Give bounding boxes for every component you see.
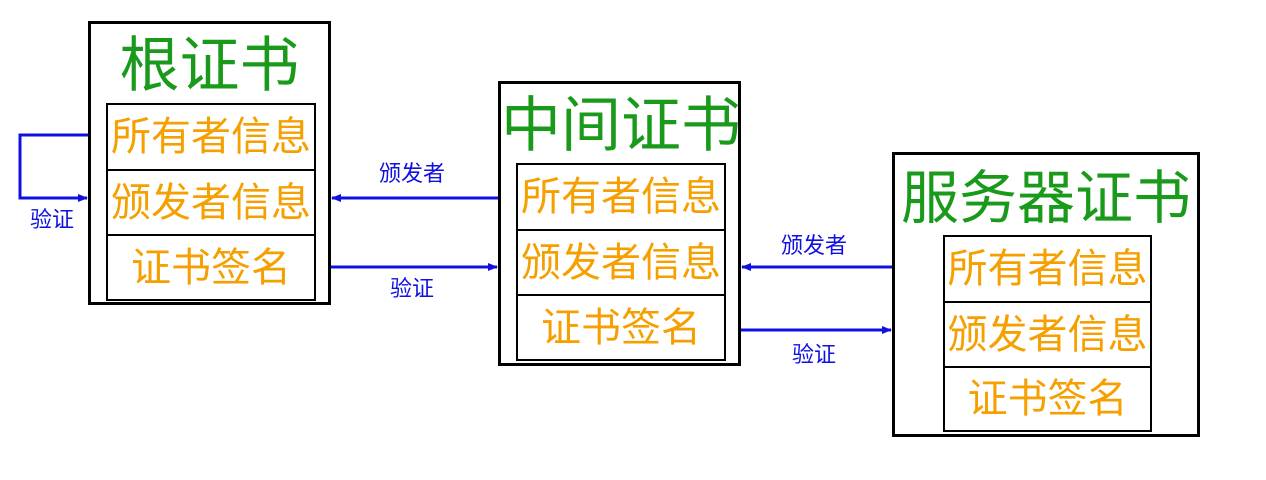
intermediate-certificate: 中间证书 所有者信息 颁发者信息 证书签名 (498, 81, 741, 366)
root-certificate-title: 根证书 (119, 31, 300, 101)
intermediate-to-server-verify-label: 验证 (792, 343, 837, 368)
intermediate-to-root-issuer-label: 颁发者 (379, 162, 446, 187)
server-certificate: 服务器证书 所有者信息 颁发者信息 证书签名 (892, 152, 1200, 437)
server-certificate-fields: 所有者信息 颁发者信息 证书签名 (943, 235, 1152, 432)
server-signature: 证书签名 (945, 366, 1150, 430)
intermediate-owner-info: 所有者信息 (521, 174, 721, 220)
root-issuer-info: 颁发者信息 (108, 169, 314, 234)
root-certificate: 根证书 所有者信息 颁发者信息 证书签名 (88, 21, 331, 305)
intermediate-certificate-title: 中间证书 (501, 91, 741, 161)
root-signature: 证书签名 (108, 234, 314, 299)
intermediate-issuer-info: 颁发者信息 (518, 229, 724, 294)
server-to-intermediate-issuer-label: 颁发者 (781, 234, 848, 259)
intermediate-signature: 证书签名 (518, 294, 724, 359)
server-owner-info: 所有者信息 (947, 246, 1148, 292)
server-issuer-info: 颁发者信息 (945, 301, 1150, 366)
root-certificate-fields: 所有者信息 颁发者信息 证书签名 (106, 103, 316, 301)
intermediate-certificate-fields: 所有者信息 颁发者信息 证书签名 (516, 163, 726, 361)
root-self-verify-arrow (18, 133, 89, 202)
root-owner-info: 所有者信息 (111, 114, 311, 160)
server-certificate-title: 服务器证书 (900, 164, 1191, 232)
root-to-intermediate-verify-label: 验证 (390, 277, 435, 302)
root-self-verify-label: 验证 (30, 208, 75, 233)
